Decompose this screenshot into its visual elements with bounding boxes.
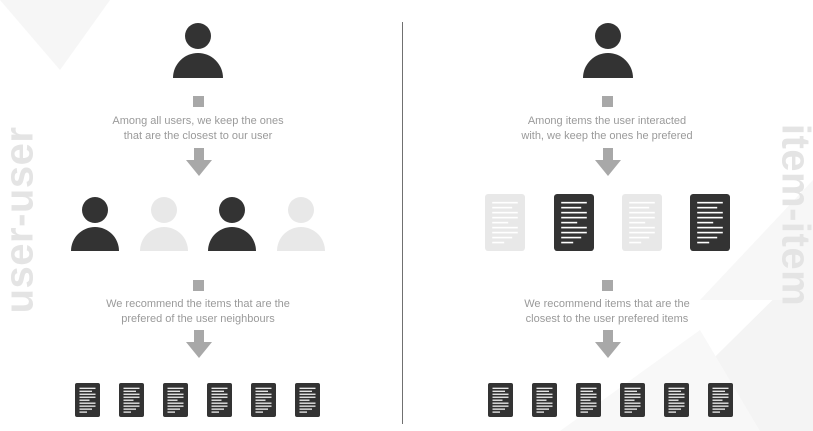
user-icon bbox=[173, 23, 223, 78]
right-caption-2: We recommend items that are the closest … bbox=[487, 297, 727, 327]
arrow-down-icon bbox=[595, 330, 621, 358]
document-icon bbox=[488, 383, 513, 417]
document-icon bbox=[532, 383, 557, 417]
document-icon bbox=[207, 383, 232, 417]
caption-line: Among all users, we keep the ones bbox=[112, 115, 284, 127]
connector-square bbox=[193, 280, 204, 291]
arrow-down-icon bbox=[595, 148, 621, 176]
document-icon bbox=[295, 383, 320, 417]
caption-line: We recommend items that are the bbox=[524, 298, 690, 310]
document-icon bbox=[620, 383, 645, 417]
arrow-down-icon bbox=[186, 330, 212, 358]
item-item-label: item-item bbox=[773, 123, 813, 307]
connector-square bbox=[602, 280, 613, 291]
right-caption-1: Among items the user interacted with, we… bbox=[487, 114, 727, 144]
document-icon bbox=[708, 383, 733, 417]
user-icon bbox=[277, 197, 325, 251]
document-icon bbox=[576, 383, 601, 417]
document-icon bbox=[690, 194, 730, 251]
document-icon bbox=[622, 194, 662, 251]
document-icon bbox=[485, 194, 525, 251]
left-caption-1: Among all users, we keep the ones that a… bbox=[78, 114, 318, 144]
user-icon bbox=[208, 197, 256, 251]
document-icon bbox=[119, 383, 144, 417]
caption-line: with, we keep the ones he prefered bbox=[521, 130, 693, 142]
document-icon bbox=[163, 383, 188, 417]
connector-square bbox=[193, 96, 204, 107]
caption-line: Among items the user interacted bbox=[527, 115, 687, 127]
document-icon bbox=[75, 383, 100, 417]
user-icon bbox=[583, 23, 633, 78]
caption-line: We recommend the items that are the bbox=[106, 298, 290, 310]
document-icon bbox=[554, 194, 594, 251]
center-divider bbox=[402, 22, 403, 424]
connector-square bbox=[602, 96, 613, 107]
document-icon bbox=[251, 383, 276, 417]
caption-line: that are the closest to our user bbox=[123, 130, 273, 142]
left-caption-2: We recommend the items that are the pref… bbox=[78, 297, 318, 327]
user-user-label: user-user bbox=[0, 126, 42, 314]
caption-line: closest to the user prefered items bbox=[525, 313, 689, 325]
caption-line: prefered of the user neighbours bbox=[121, 313, 275, 325]
user-icon bbox=[71, 197, 119, 251]
document-icon bbox=[664, 383, 689, 417]
arrow-down-icon bbox=[186, 148, 212, 176]
user-icon bbox=[140, 197, 188, 251]
